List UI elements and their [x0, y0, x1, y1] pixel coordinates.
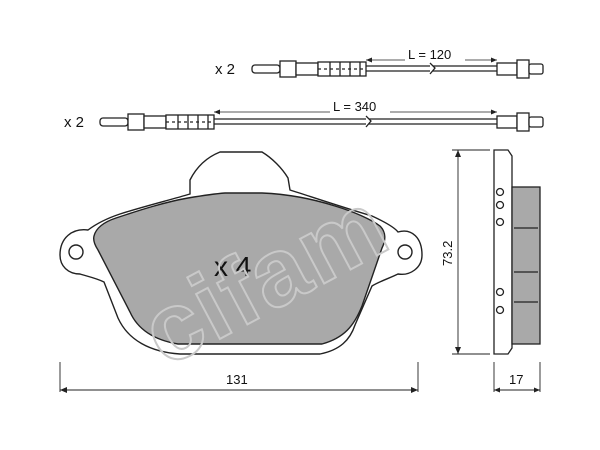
short-sensor-body	[295, 62, 319, 76]
thickness-value: 17	[509, 372, 523, 387]
pad-quantity: x 4	[214, 251, 251, 282]
short-sensor-pin	[251, 64, 281, 74]
left-ear-hole	[68, 244, 84, 260]
width-value: 131	[226, 372, 248, 387]
long-sensor-qty: x 2	[64, 114, 84, 131]
height-value: 73.2	[440, 241, 455, 266]
short-sensor-qty: x 2	[215, 61, 235, 78]
brake-pad-front-view: x 4	[59, 151, 423, 355]
short-sensor-break-mark	[429, 62, 436, 75]
side-friction-pad	[511, 186, 541, 345]
long-sensor-collar	[127, 113, 145, 131]
side-backing-plate	[493, 149, 513, 355]
thickness-dimension: 17	[493, 362, 541, 393]
friction-pad	[92, 192, 386, 345]
long-sensor-length: L = 340	[333, 99, 376, 114]
short-sensor-length: L = 120	[408, 47, 451, 62]
width-dimension: 131	[59, 362, 419, 393]
short-sensor-collar	[279, 60, 297, 78]
right-ear-hole	[397, 244, 413, 260]
short-wear-sensor: x 2 L = 120	[215, 47, 544, 79]
long-sensor-connector	[496, 115, 518, 129]
long-sensor-break-mark	[365, 115, 372, 128]
long-sensor-body	[143, 115, 167, 129]
long-wear-sensor: x 2 L = 340	[64, 99, 544, 132]
short-sensor-connector	[496, 62, 518, 76]
height-dimension: 73.2	[440, 149, 490, 355]
brake-pad-side-view	[493, 149, 541, 355]
long-sensor-pin	[99, 117, 129, 127]
